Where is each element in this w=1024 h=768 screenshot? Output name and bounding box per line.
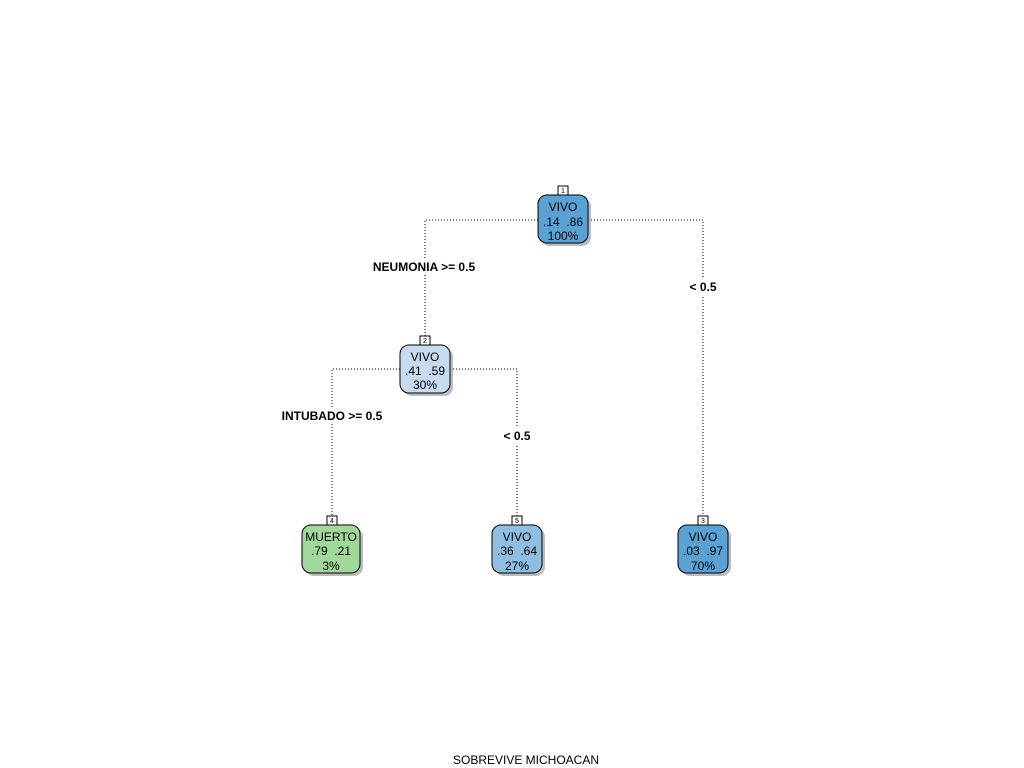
node-4-class-label: MUERTO [305, 530, 357, 544]
split-text-node1-right: < 0.5 [689, 280, 716, 294]
node-5-percent: 27% [505, 559, 529, 573]
edge-2-to-5 [450, 368, 518, 516]
tree-node-3: 3 VIVO .03 .97 70% [677, 515, 731, 576]
split-label-node2-right: < 0.5 [500, 428, 534, 444]
node-1-id: 1 [561, 188, 565, 195]
split-label-intubado: INTUBADO >= 0.5 [280, 408, 384, 424]
node-1-class-label: VIVO [549, 200, 578, 214]
node-5-id: 5 [515, 518, 519, 525]
split-text-node2-right: < 0.5 [503, 429, 530, 443]
node-2-percent: 30% [413, 378, 437, 392]
tree-node-4: 4 MUERTO .79 .21 3% [301, 515, 363, 576]
node-3-id: 3 [701, 518, 705, 525]
node-5-class-label: VIVO [503, 530, 532, 544]
node-2-class-label: VIVO [411, 350, 440, 364]
node-3-class-label: VIVO [689, 530, 718, 544]
split-text-intubado: INTUBADO >= 0.5 [282, 409, 383, 423]
node-1-percent: 100% [548, 229, 579, 243]
edge-2-to-4 [331, 368, 400, 516]
node-2-id: 2 [423, 338, 427, 345]
diagram-caption: SOBREVIVE MICHOACAN [453, 753, 599, 767]
tree-node-2: 2 VIVO .41 .59 30% [399, 335, 453, 396]
split-label-neumonia: NEUMONIA >= 0.5 [372, 259, 478, 275]
tree-edges [331, 219, 704, 516]
tree-node-5: 5 VIVO .36 .64 27% [491, 515, 545, 576]
edge-1-to-3 [588, 219, 704, 516]
edge-1-to-2 [424, 219, 538, 336]
node-5-probs: .36 .64 [497, 544, 537, 558]
tree-node-1: 1 VIVO .14 .86 100% [537, 185, 591, 246]
node-3-probs: .03 .97 [683, 544, 723, 558]
node-4-percent: 3% [322, 559, 340, 573]
node-2-probs: .41 .59 [405, 364, 445, 378]
node-3-percent: 70% [691, 559, 715, 573]
split-text-neumonia: NEUMONIA >= 0.5 [373, 260, 476, 274]
node-4-id: 4 [330, 518, 334, 525]
split-labels: NEUMONIA >= 0.5 < 0.5 INTUBADO >= 0.5 < … [280, 259, 720, 444]
node-1-probs: .14 .86 [543, 215, 583, 229]
split-label-node1-right: < 0.5 [686, 279, 720, 295]
node-4-probs: .79 .21 [311, 544, 351, 558]
